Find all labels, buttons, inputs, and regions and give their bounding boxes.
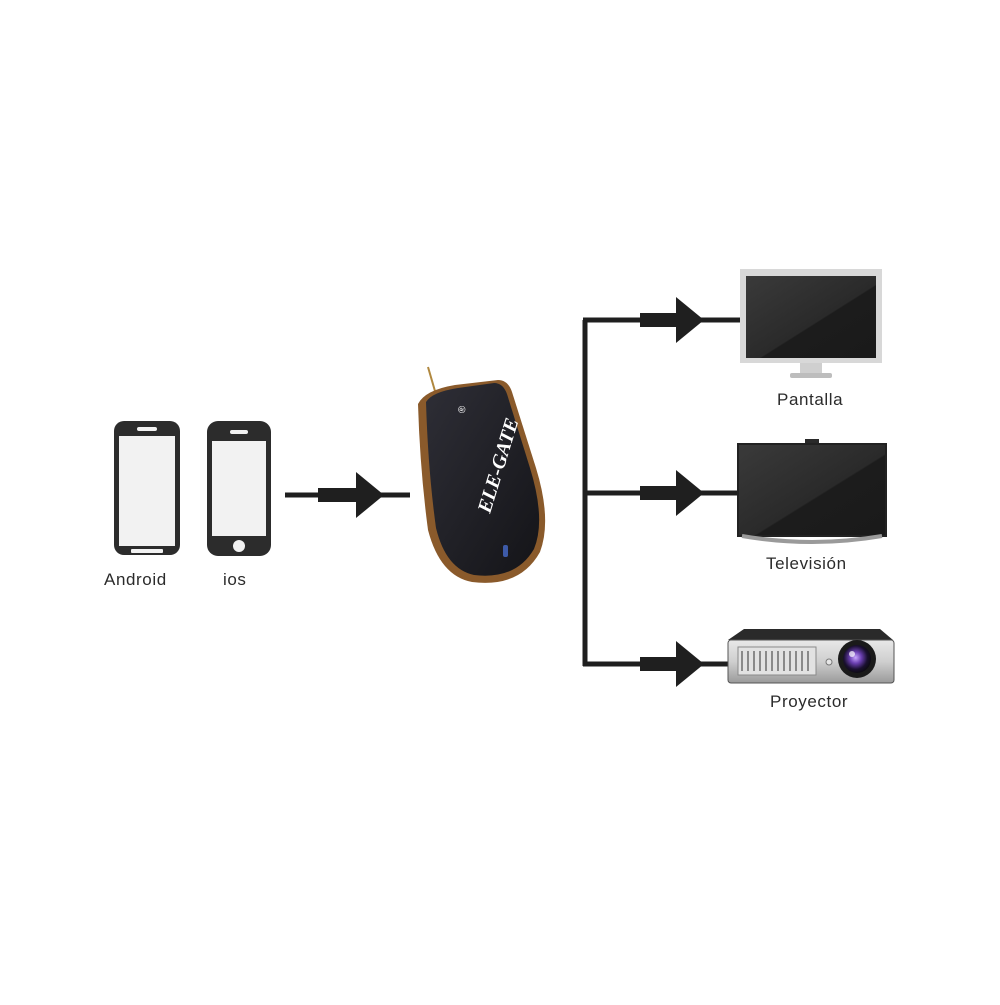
projector-icon <box>727 629 895 684</box>
connector-pantalla <box>583 297 740 343</box>
input-connector <box>285 472 410 518</box>
tv-icon <box>737 439 887 544</box>
label-android: Android <box>104 570 167 589</box>
monitor-icon <box>740 269 882 378</box>
connector-television <box>583 470 740 516</box>
hdmi-dongle-icon <box>418 366 546 583</box>
label-ios: ios <box>223 570 247 589</box>
registered-mark: ® <box>456 404 469 415</box>
label-television: Televisión <box>766 554 847 573</box>
android-phone-icon <box>114 421 180 555</box>
label-proyector: Proyector <box>770 692 849 711</box>
label-pantalla: Pantalla <box>777 390 844 409</box>
iphone-icon <box>207 421 271 556</box>
connector-proyector <box>583 641 728 687</box>
